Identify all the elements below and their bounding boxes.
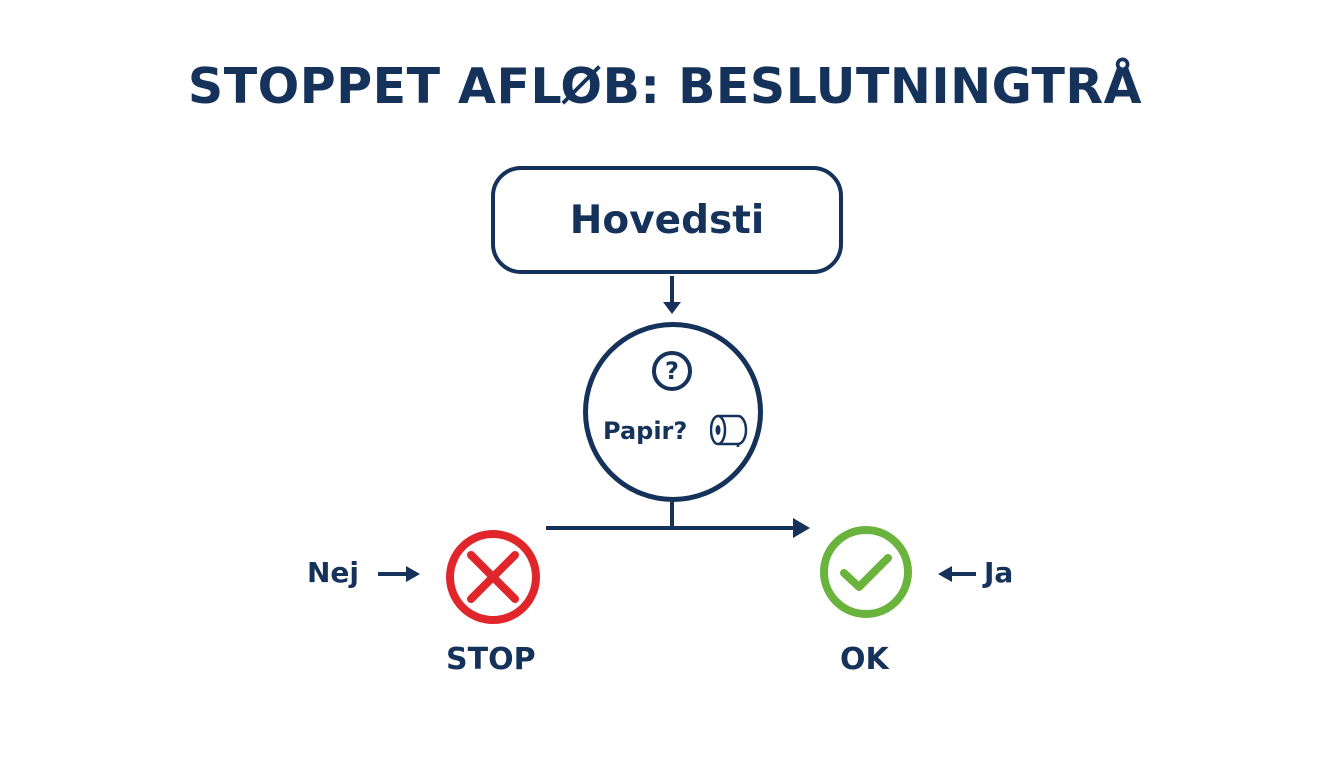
decision-node: ? Papir? (583, 322, 763, 502)
ja-arrow-head (938, 566, 952, 582)
question-mark-icon: ? (652, 351, 692, 391)
diagram-title: STOPPET AFLØB: BESLUTNINGTRÅ (187, 58, 1143, 115)
result-label-ok: OK (840, 642, 889, 677)
start-node: Hovedsti (491, 166, 843, 274)
cross-circle-icon (446, 530, 540, 624)
edge-label-yes: Ja (984, 556, 1014, 589)
result-label-stop: STOP (446, 642, 536, 677)
start-node-label: Hovedsti (569, 197, 765, 243)
check-circle-icon (820, 526, 912, 618)
branch-arrow-head (793, 518, 810, 538)
arrow-start-to-decision-head (663, 302, 681, 314)
decision-node-label: Papir? (603, 417, 688, 445)
toilet-paper-icon (710, 414, 748, 447)
edge-label-no: Nej (307, 556, 360, 589)
nej-arrow-head (406, 566, 420, 582)
